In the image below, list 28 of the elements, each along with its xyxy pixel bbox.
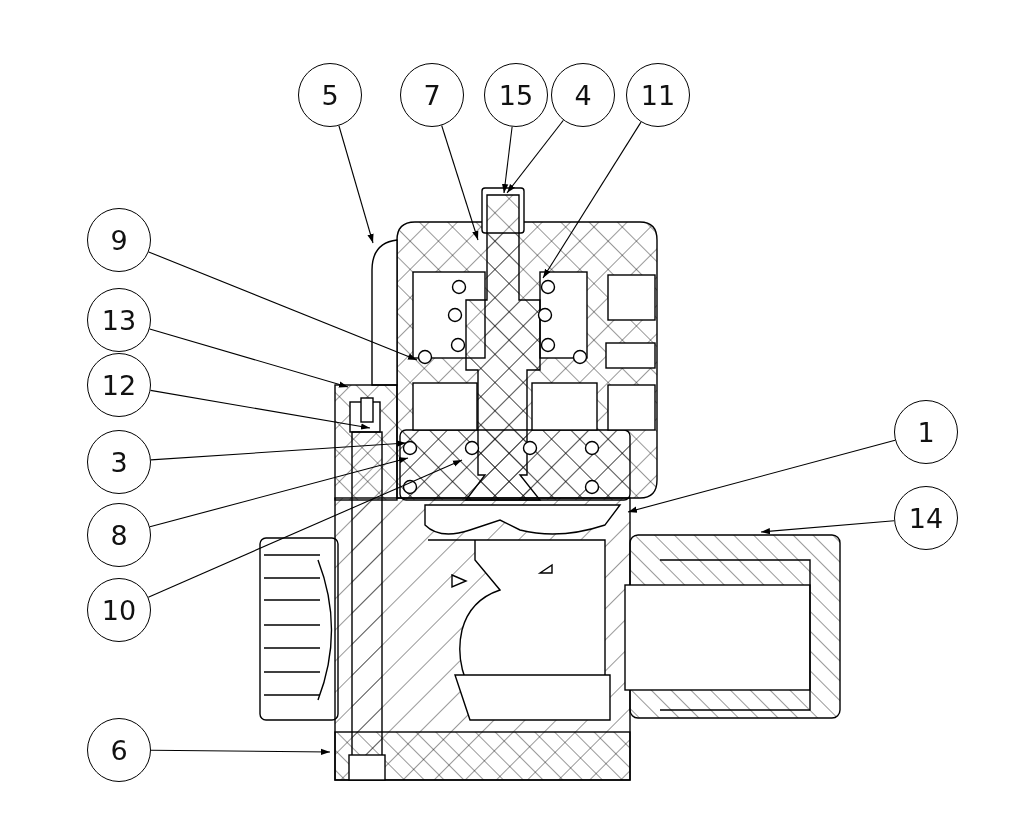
callout-number: 11 bbox=[640, 79, 676, 111]
leader-line bbox=[542, 121, 642, 279]
callout-number: 10 bbox=[101, 594, 137, 626]
callout-number: 9 bbox=[110, 224, 128, 256]
callout-number: 14 bbox=[908, 502, 944, 534]
leader-line bbox=[506, 119, 564, 194]
leader-line bbox=[627, 439, 896, 513]
leader-line bbox=[147, 459, 463, 598]
leader-line bbox=[501, 126, 513, 194]
leader-line bbox=[150, 748, 331, 756]
callout-number: 6 bbox=[110, 734, 128, 766]
callout-number: 8 bbox=[110, 519, 128, 551]
leader-line bbox=[150, 389, 371, 430]
callout-number: 5 bbox=[321, 79, 339, 111]
callout-number: 7 bbox=[423, 79, 441, 111]
callout-number: 13 bbox=[101, 304, 137, 336]
callout-number: 15 bbox=[498, 79, 534, 111]
callout-number: 12 bbox=[101, 369, 137, 401]
leader-line bbox=[441, 124, 479, 241]
callout-number: 3 bbox=[110, 446, 128, 478]
callout-number: 1 bbox=[917, 416, 935, 448]
leader-line bbox=[148, 251, 418, 361]
leader-line bbox=[149, 328, 349, 388]
leader-line bbox=[760, 520, 895, 535]
leader-line bbox=[150, 440, 407, 461]
leader-line bbox=[149, 457, 409, 528]
leader-line bbox=[338, 125, 374, 244]
callout-number: 4 bbox=[574, 79, 592, 111]
